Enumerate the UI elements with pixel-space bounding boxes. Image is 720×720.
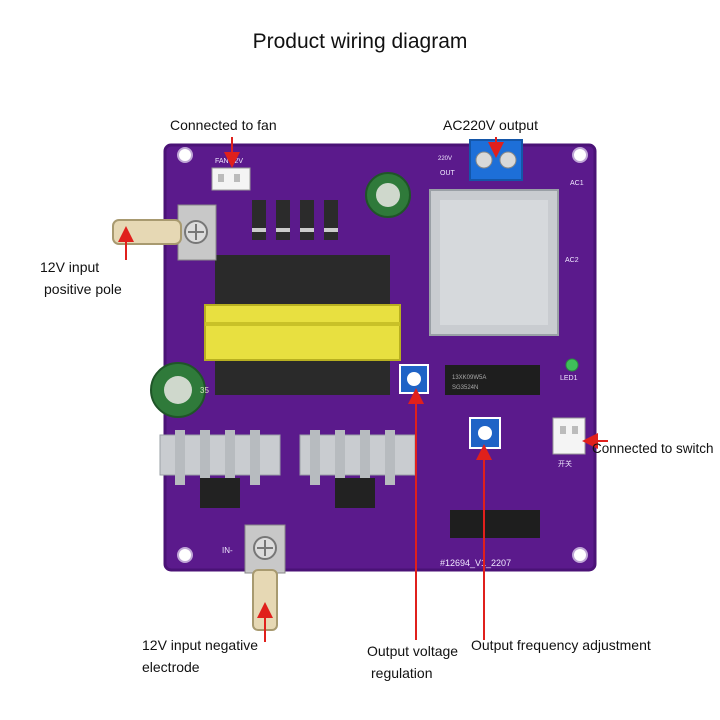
silk-ac1: AC1 [570, 180, 584, 187]
transformer-core [204, 304, 401, 361]
led1 [565, 358, 579, 372]
label-12v-positive-line2: positive pole [44, 281, 122, 297]
silk-in-minus: IN- [222, 546, 233, 555]
silk-cap: 35 [200, 386, 209, 395]
switch-connector [552, 417, 586, 455]
positive-lug [112, 219, 182, 245]
label-ac220v-output: AC220V output [443, 117, 538, 133]
mount-hole [177, 547, 193, 563]
fan-connector [211, 167, 251, 191]
silk-fan: FAN 12V [215, 158, 243, 165]
label-output-voltage-line1: Output voltage [367, 643, 459, 659]
mount-hole [177, 147, 193, 163]
label-12v-negative-line2: electrode [142, 659, 200, 675]
label-12v-negative: 12V input negative electrode [142, 634, 258, 678]
ic-sg3524 [445, 365, 540, 395]
mount-hole [572, 547, 588, 563]
silk-ic2: SG3524N [452, 385, 478, 391]
silk-ac2: AC2 [565, 257, 579, 264]
silk-switch: 开关 [558, 459, 572, 468]
label-12v-positive: 12V input positive pole [40, 256, 122, 300]
label-switch: Connected to switch [592, 441, 714, 456]
label-output-frequency: Output frequency adjustment [471, 637, 651, 653]
label-12v-positive-line1: 12V input [40, 259, 100, 275]
label-12v-negative-line1: 12V input negative [142, 637, 258, 653]
page-title: Product wiring diagram [252, 30, 468, 53]
silk-out: OUT [440, 170, 456, 177]
label-output-voltage-line2: regulation [371, 665, 433, 681]
diode-array [252, 200, 338, 240]
label-output-voltage: Output voltage regulation [367, 640, 458, 684]
silk-board-id: #12694_V1_2207 [440, 558, 511, 568]
silk-led: LED1 [560, 375, 578, 382]
mosfet-heatsink-right [299, 430, 416, 508]
mosfet-heatsink-left [159, 430, 281, 508]
silk-220v: 220V [438, 156, 452, 162]
label-fan: Connected to fan [170, 117, 277, 133]
mount-hole [572, 147, 588, 163]
ic-lower [450, 510, 540, 538]
silk-ic1: 13XK09W5A [452, 375, 486, 381]
